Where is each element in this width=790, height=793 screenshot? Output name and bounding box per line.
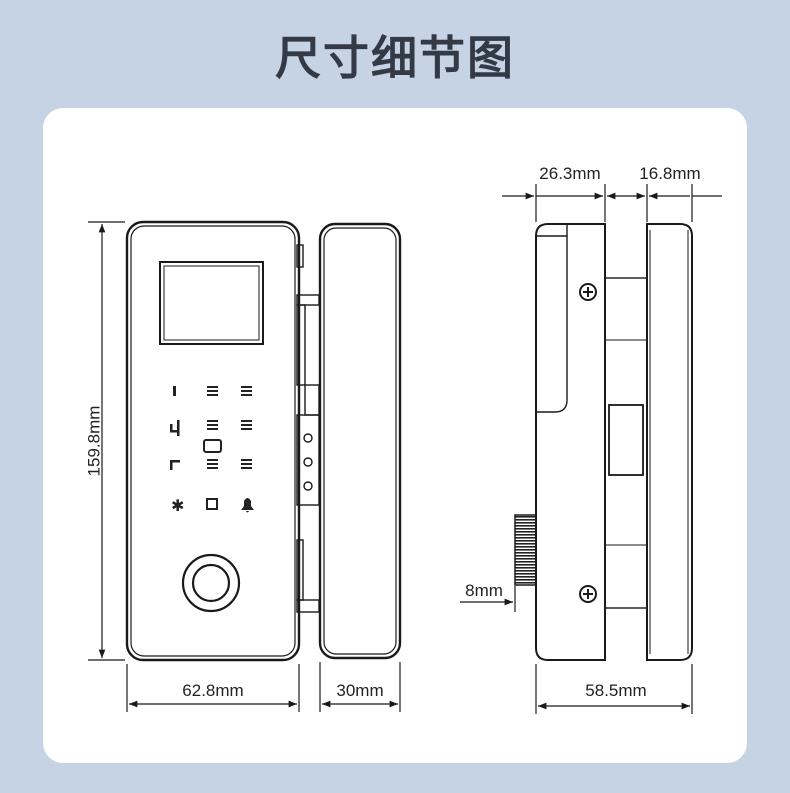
side-view [535,223,693,661]
bell-icon [241,498,254,513]
dim-side-top-right-label: 16.8mm [639,164,700,183]
key-7-icon [170,460,180,470]
hinge-strip [296,244,320,613]
key-0-icon [206,498,218,510]
key-9-icon [241,459,252,469]
dim-side-depth-label: 58.5mm [585,681,646,700]
dim-height-label: 159.8mm [84,406,103,477]
dim-knob-label: 8mm [465,581,503,600]
fingerprint-sensor [181,553,241,613]
dimension-lines [88,184,722,714]
screw-bottom-icon [579,585,597,603]
dim-handle-width-label: 30mm [336,681,383,700]
screw-top-icon [579,283,597,301]
keypad: ✱ [170,386,254,515]
asterisk-icon: ✱ [171,496,184,515]
key-3-icon [241,386,252,396]
key-8-icon [207,459,218,469]
sensor-button-icon [203,439,222,453]
key-1-icon [173,386,176,396]
front-lock-body [125,220,301,662]
key-2-icon [207,386,218,396]
key-6-icon [241,420,252,430]
dim-front-width-label: 62.8mm [182,681,243,700]
page-title: 尺寸细节图 [275,31,515,85]
adjust-knob [514,514,537,586]
key-4-icon [170,420,180,436]
handle-body [318,222,402,660]
display-screen [159,261,264,345]
dim-side-top-left-label: 26.3mm [539,164,600,183]
key-5-icon [207,420,218,430]
